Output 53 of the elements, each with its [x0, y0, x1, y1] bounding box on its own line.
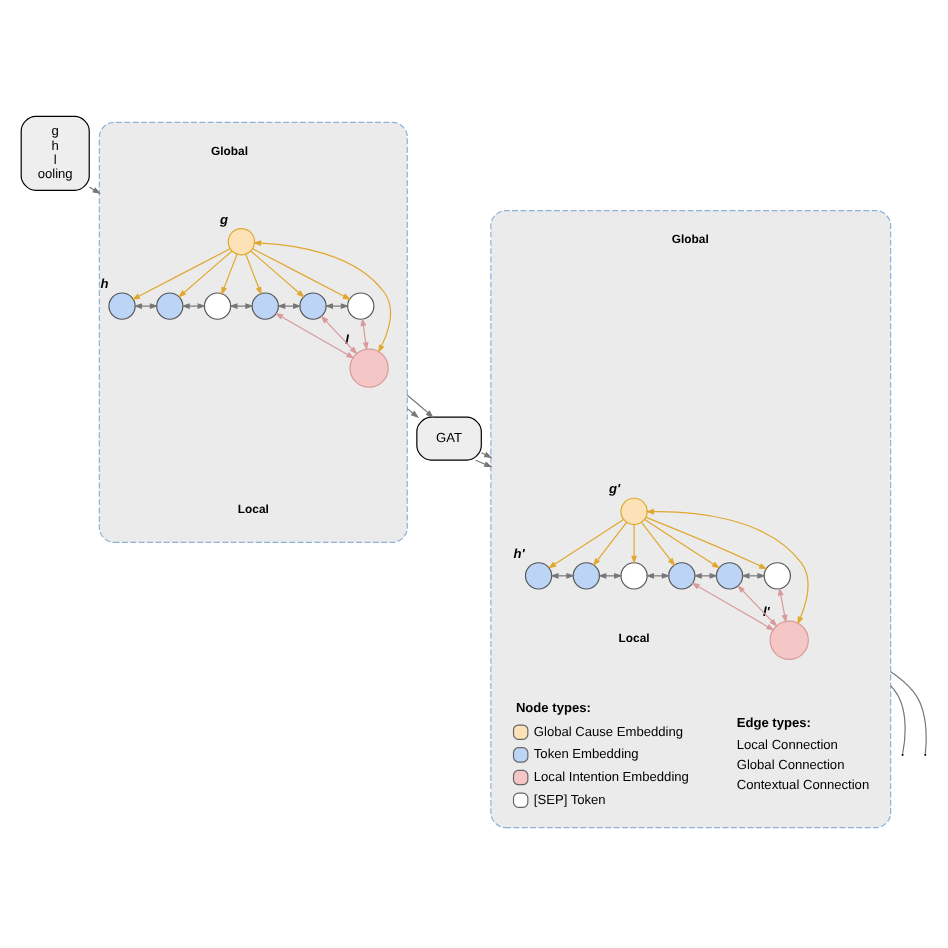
- node-circle: [572, 561, 601, 589]
- arrow: [133, 302, 159, 309]
- arrow: [252, 239, 392, 352]
- arrow: [229, 302, 254, 309]
- arrow: [406, 393, 434, 418]
- arrow: [406, 407, 420, 418]
- arrow: [777, 586, 788, 623]
- cluster: [490, 209, 892, 828]
- node-circle: [524, 561, 553, 589]
- node-circle: [156, 291, 184, 319]
- node-circle: [347, 291, 375, 319]
- arrow: [88, 185, 101, 193]
- cluster: [98, 120, 408, 543]
- arrow: [597, 571, 623, 578]
- node-circle: [299, 291, 327, 319]
- arrow: [741, 571, 766, 578]
- arrow: [644, 517, 721, 568]
- arrow: [360, 316, 369, 350]
- arrow: [480, 450, 493, 458]
- arrow: [550, 571, 575, 578]
- arrow: [548, 517, 625, 568]
- arrow: [324, 302, 350, 309]
- arrow: [592, 520, 628, 566]
- arrow: [645, 571, 671, 578]
- arrow: [178, 249, 233, 297]
- node-circle: [108, 291, 136, 319]
- connector: [890, 670, 927, 754]
- node-circle: [620, 561, 648, 589]
- arrow: [320, 314, 358, 354]
- node-circle: [251, 291, 279, 319]
- arrow: [274, 311, 355, 358]
- arrow: [221, 252, 238, 295]
- arrow: [475, 458, 493, 467]
- arrow: [276, 302, 302, 309]
- arrow: [245, 252, 262, 295]
- arrow: [131, 247, 231, 299]
- arrow: [645, 515, 768, 569]
- arrow: [737, 583, 778, 626]
- connector: [890, 684, 906, 754]
- node-circle: [715, 561, 744, 589]
- node-circle: [763, 561, 791, 589]
- arrow: [691, 581, 775, 630]
- node-circle: [203, 291, 232, 319]
- arrow: [640, 520, 676, 566]
- arrow: [252, 247, 352, 299]
- node-circle: [668, 561, 696, 589]
- arrow: [250, 249, 305, 297]
- arrow: [693, 571, 718, 578]
- node-circle: [620, 496, 648, 525]
- node-circle: [227, 226, 256, 255]
- arrow: [631, 522, 637, 564]
- arrow: [181, 302, 206, 309]
- arrow: [645, 507, 809, 624]
